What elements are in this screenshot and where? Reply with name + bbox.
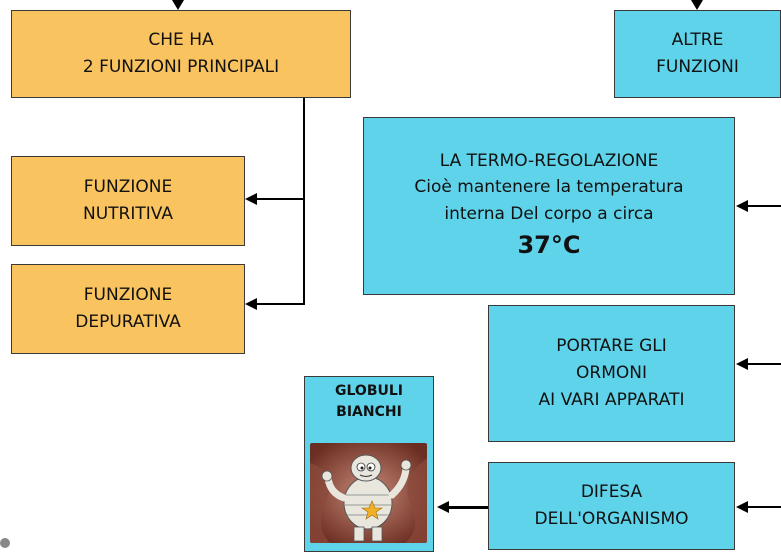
decorative-dot <box>0 538 10 548</box>
node-ormoni-line-1: PORTARE GLI <box>556 335 667 356</box>
connector-to-termo <box>747 205 781 207</box>
node-difesa-line-1: DIFESA <box>580 481 643 502</box>
connector-to-nutritiva <box>256 198 305 200</box>
node-altre-funzioni: ALTRE FUNZIONI <box>614 10 781 98</box>
arrow-to-globuli <box>437 501 449 513</box>
white-blood-cell-illustration <box>310 443 427 543</box>
node-ormoni-line-2: ORMONI <box>576 362 647 383</box>
node-depurativa-line-2: DEPURATIVA <box>75 312 181 332</box>
node-ormoni-line-3: AI VARI APPARATI <box>538 390 685 411</box>
node-nutritiva-line-1: FUNZIONE <box>83 176 173 197</box>
node-globuli-line-2: BIANCHI <box>336 404 402 420</box>
connector-to-difesa <box>747 506 781 508</box>
node-globuli-line-1: GLOBULI <box>335 383 403 399</box>
node-depurativa-line-1: FUNZIONE <box>83 284 173 305</box>
connector-to-ormoni <box>747 363 781 365</box>
node-che-ha-line-1: CHE HA <box>148 29 214 50</box>
arrow-to-nutritiva <box>245 193 257 205</box>
node-termo-temperature: 37°C <box>517 230 581 259</box>
node-funzione-nutritiva: FUNZIONE NUTRITIVA <box>11 156 245 246</box>
connector-vertical <box>303 98 305 305</box>
arrow-to-difesa <box>736 501 748 513</box>
node-altre-funzioni-line-1: ALTRE <box>671 29 724 50</box>
node-altre-funzioni-line-2: FUNZIONI <box>656 57 739 77</box>
arrow-to-termo <box>736 200 748 212</box>
connector-difesa-to-globuli <box>448 506 488 509</box>
incoming-arrow-left-head <box>172 0 184 10</box>
node-ormoni: PORTARE GLI ORMONI AI VARI APPARATI <box>488 305 735 442</box>
node-che-ha-line-2: 2 FUNZIONI PRINCIPALI <box>82 57 280 77</box>
node-difesa-line-2: DELL'ORGANISMO <box>534 509 689 529</box>
node-termo-line-2: Cioè mantenere la temperatura <box>414 177 684 198</box>
node-termoregolazione: LA TERMO-REGOLAZIONE Cioè mantenere la t… <box>363 117 735 295</box>
node-nutritiva-line-2: NUTRITIVA <box>83 204 173 224</box>
node-che-ha: CHE HA 2 FUNZIONI PRINCIPALI <box>11 10 351 98</box>
node-termo-line-1: LA TERMO-REGOLAZIONE <box>439 150 659 171</box>
node-funzione-depurativa: FUNZIONE DEPURATIVA <box>11 264 245 354</box>
arrow-to-depurativa <box>245 298 257 310</box>
arrow-to-ormoni <box>736 358 748 370</box>
connector-to-depurativa <box>256 303 305 305</box>
node-difesa: DIFESA DELL'ORGANISMO <box>488 462 735 550</box>
node-termo-line-3: interna Del corpo a circa <box>444 203 654 224</box>
incoming-arrow-right-head <box>691 0 703 10</box>
white-blood-cell-icon <box>310 443 427 543</box>
